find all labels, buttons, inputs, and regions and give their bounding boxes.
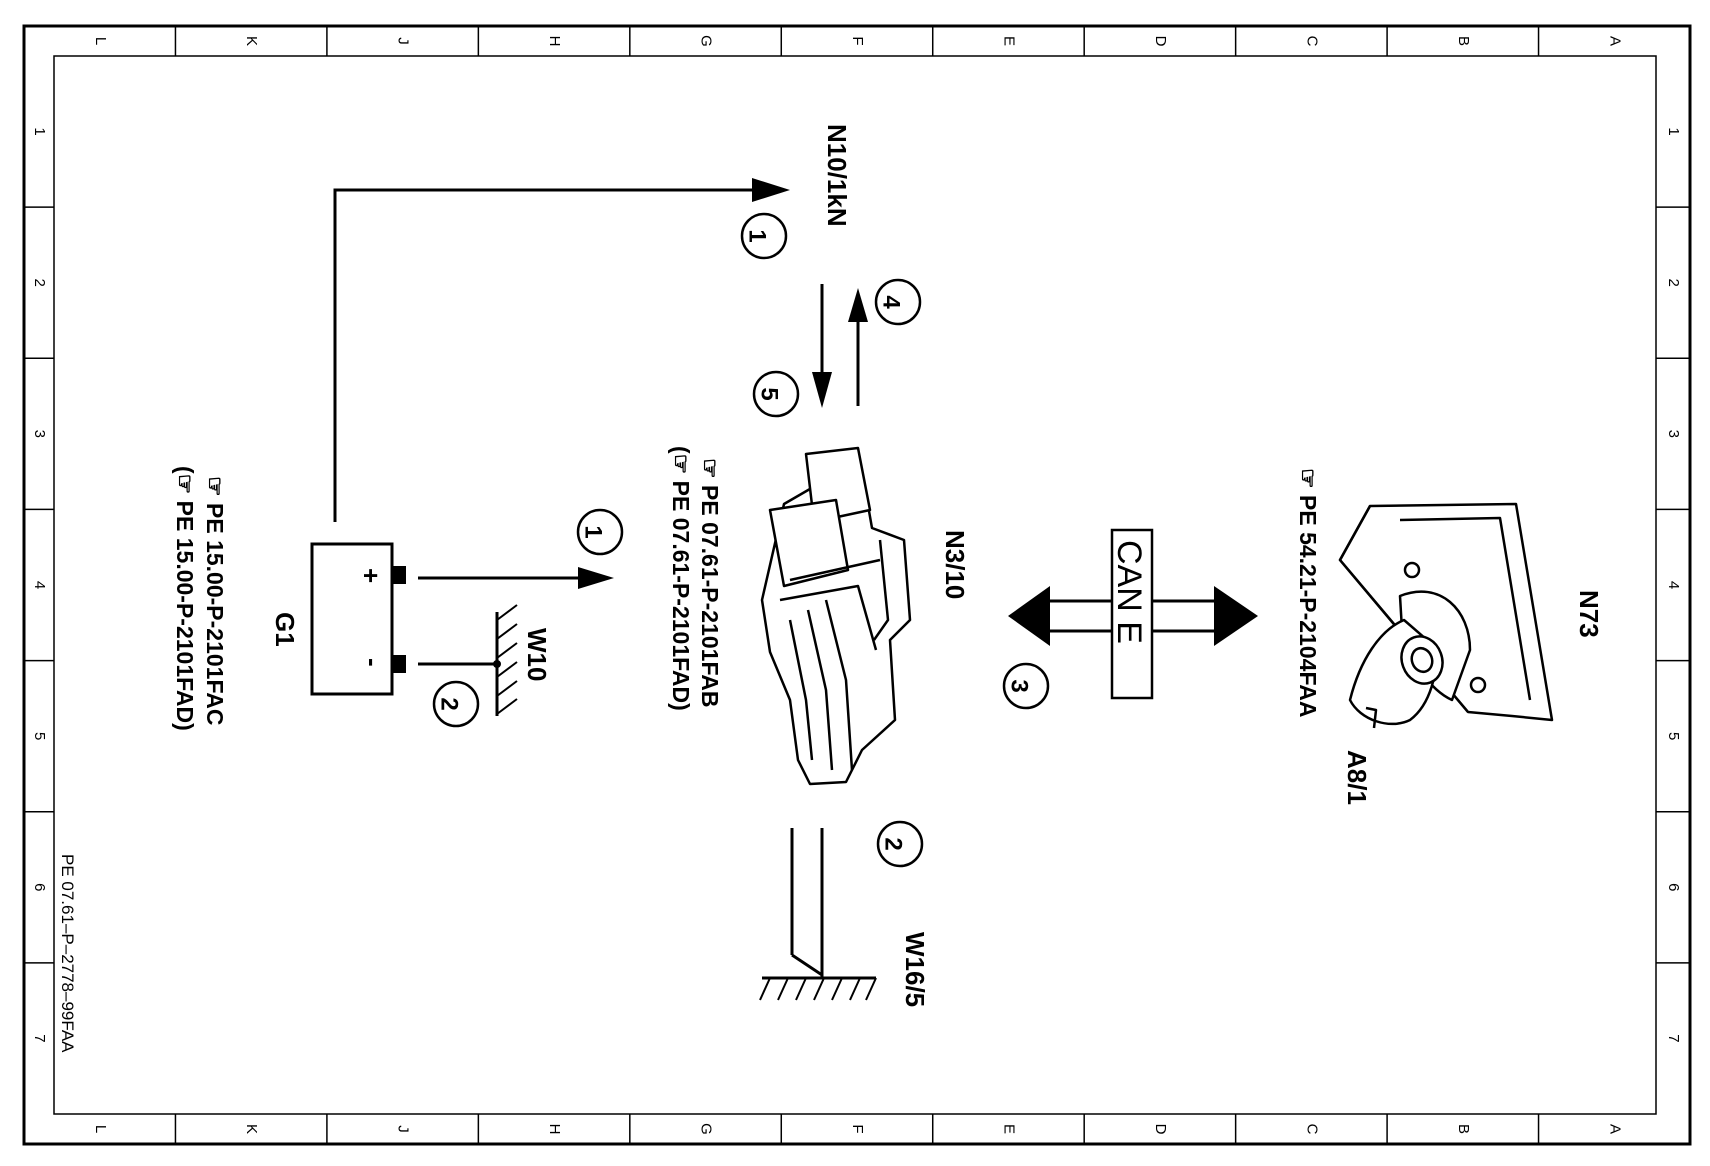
can-e-bus: [1008, 528, 1258, 700]
grid-col-label-top: L: [92, 37, 109, 45]
svg-text:1: 1: [744, 229, 771, 242]
grid-col-label-bottom: F: [849, 1124, 866, 1133]
grid-row-label-left: 2: [31, 279, 48, 287]
grid-row-label-right: 6: [1665, 883, 1682, 891]
grid-row-label-right: 3: [1665, 430, 1682, 438]
grid-col-label-bottom: G: [698, 1123, 715, 1135]
grid-labels: L L K K J J H H G G F F E E D D C C B B A A 1 1 2 2 3 3 4 4 5 5 6 6 7 7: [31, 35, 1682, 1135]
arrow-5: [812, 372, 832, 408]
grid-col-label-bottom: C: [1303, 1124, 1320, 1135]
svg-text:4: 4: [878, 295, 905, 309]
grid-col-label-top: D: [1152, 36, 1169, 47]
arrow-to-n3: [578, 567, 614, 589]
arrow-to-n10: [752, 178, 790, 202]
grid-row-label-right: 7: [1665, 1034, 1682, 1042]
ground-symbol-w16: [759, 976, 877, 1001]
wire-battery-to-n10: [333, 188, 760, 522]
grid-row-label-left: 5: [31, 732, 48, 740]
can-e-label: CAN E: [1110, 540, 1148, 644]
grid-row-label-left: 3: [31, 430, 48, 438]
drawing-frame: [22, 24, 1692, 1146]
can-arrow-left: [1008, 586, 1050, 646]
n3-ref-2: (☞ PE 07.61-P-2101FAD): [668, 446, 694, 711]
callout-4: 4: [874, 278, 922, 326]
callout-1-top: 1: [740, 212, 788, 260]
grid-col-label-top: B: [1455, 36, 1472, 46]
grid-col-label-top: J: [395, 37, 412, 45]
callout-5: 5: [752, 370, 800, 418]
grid-col-label-top: A: [1606, 36, 1623, 46]
n3-ref-1: ☞ PE 07.61-P-2101FAB: [697, 458, 723, 707]
w10-label: W10: [522, 628, 552, 681]
grid-col-label-bottom: J: [395, 1125, 412, 1133]
grid-col-label-top: H: [546, 36, 563, 47]
arrow-4: [848, 288, 868, 322]
g1-label: G1: [270, 612, 300, 647]
g1-ref-1: ☞ PE 15.00-P-2101FAC: [202, 476, 228, 725]
grid-row-label-left: 1: [31, 127, 48, 135]
svg-text:1: 1: [580, 525, 607, 538]
grid-ticks: [24, 26, 1690, 1144]
grid-col-label-bottom: E: [1000, 1124, 1017, 1134]
can-arrow-right: [1214, 586, 1258, 646]
grid-col-label-bottom: H: [546, 1124, 563, 1135]
document-id: PE 07.61–P–2778–99FAA: [58, 854, 77, 1053]
grid-row-label-left: 6: [31, 883, 48, 891]
grid-row-label-right: 1: [1665, 127, 1682, 135]
svg-text:2: 2: [880, 837, 907, 850]
callout-2-ground: 2: [876, 820, 924, 868]
grid-row-label-left: 4: [31, 581, 48, 589]
battery-plus-terminal: +: [356, 568, 386, 583]
svg-text:2: 2: [436, 697, 463, 710]
wiring: [333, 178, 868, 978]
callout-2-battery: 2: [432, 680, 480, 728]
n73-label: N73: [1574, 590, 1604, 638]
grid-col-label-top: E: [1000, 36, 1017, 46]
n3-label: N3/10: [940, 530, 970, 599]
grid-col-label-bottom: K: [243, 1124, 260, 1134]
grid-col-label-bottom: A: [1606, 1124, 1623, 1134]
battery-minus-terminal: -: [358, 658, 388, 667]
grid-col-label-top: K: [243, 36, 260, 46]
grid-col-label-top: G: [698, 35, 715, 47]
grid-row-label-left: 7: [31, 1034, 48, 1042]
svg-text:5: 5: [756, 387, 783, 400]
svg-text:3: 3: [1006, 679, 1033, 692]
grid-row-label-right: 5: [1665, 732, 1682, 740]
grid-row-label-right: 4: [1665, 581, 1682, 589]
ignition-switch-n73-icon: [1338, 502, 1554, 729]
battery-g1: + -: [310, 542, 406, 696]
w16-label: W16/5: [900, 932, 930, 1007]
callout-1-mid: 1: [576, 508, 624, 556]
callout-3: 3: [1002, 662, 1050, 710]
a8-label: A8/1: [1342, 750, 1372, 805]
wire-n3-to-w16-c: [791, 953, 824, 978]
ground-symbol-w10: [495, 604, 518, 716]
grid-row-label-right: 2: [1665, 279, 1682, 287]
control-unit-n3-icon: [760, 446, 912, 786]
grid-col-label-top: F: [849, 36, 866, 45]
grid-col-label-top: C: [1303, 36, 1320, 47]
grid-col-label-bottom: L: [92, 1125, 109, 1133]
n10-label: N10/1kN: [822, 124, 852, 227]
g1-ref-2: (☞ PE 15.00-P-2101FAD): [172, 466, 198, 731]
grid-col-label-bottom: B: [1455, 1124, 1472, 1134]
grid-col-label-bottom: D: [1152, 1124, 1169, 1135]
n73-ref-1: ☞ PE 54.21-P-2104FAA: [1295, 468, 1321, 717]
